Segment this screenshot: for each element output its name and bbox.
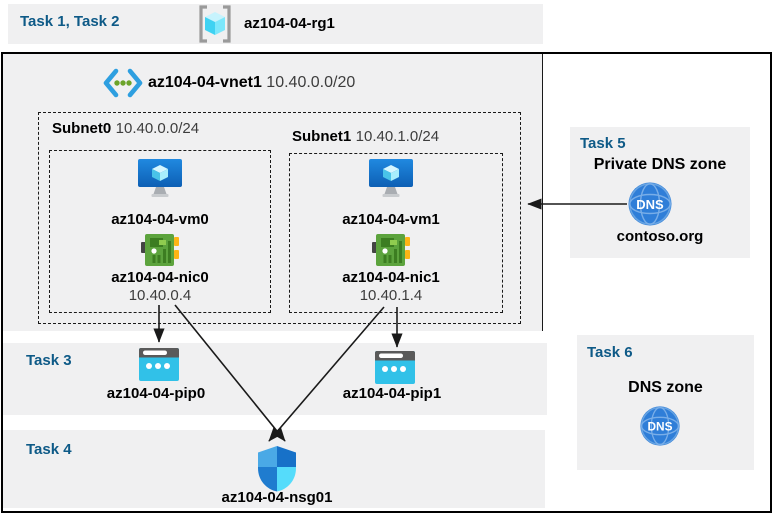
vm1-label: az104-04-vm1	[342, 211, 440, 228]
private-dns-icon-text: DNS	[636, 197, 664, 212]
task6-box	[577, 335, 754, 470]
nsg-icon	[258, 446, 296, 492]
private-dns-title: Private DNS zone	[593, 156, 727, 173]
task3-band	[3, 343, 547, 415]
resource-group-icon	[199, 5, 231, 43]
vm1-icon	[369, 159, 413, 197]
subnet1-cidr: 10.40.1.0/24	[355, 128, 440, 145]
nic1-label: az104-04-nic1	[342, 269, 440, 286]
pip1-icon	[375, 351, 415, 384]
nic1-ip: 10.40.1.4	[359, 287, 423, 304]
subnet0-box	[49, 150, 271, 313]
private-dns-zone-name: contoso.org	[616, 228, 704, 245]
vm0-icon	[138, 159, 182, 197]
virtual-network-icon	[103, 68, 143, 98]
subnet0-name: Subnet0	[52, 120, 112, 137]
diagram-outer-frame	[1, 52, 772, 513]
dns-zone-title: DNS zone	[628, 379, 703, 396]
dns-zone-icon: DNS	[640, 406, 680, 446]
vnet-cidr: 10.40.0.0/20	[266, 74, 356, 91]
task3-label: Task 3	[26, 352, 72, 369]
vnet-name: az104-04-vnet1	[148, 74, 262, 91]
subnet1-box	[289, 153, 503, 313]
pip0-icon	[139, 348, 179, 381]
vnet-region	[3, 54, 543, 331]
dns-zone-icon-text: DNS	[647, 420, 672, 434]
pip0-label: az104-04-pip0	[106, 385, 206, 402]
nic0-icon	[141, 234, 179, 266]
resource-group-name: az104-04-rg1	[244, 15, 335, 32]
vm0-label: az104-04-vm0	[111, 211, 209, 228]
nic0-label: az104-04-nic0	[111, 269, 209, 286]
subnet1-name: Subnet1	[292, 128, 352, 145]
task4-label: Task 4	[26, 441, 72, 458]
nsg-label: az104-04-nsg01	[221, 489, 333, 506]
pip1-label: az104-04-pip1	[342, 385, 442, 402]
subnet1-label: Subnet1 10.40.1.0/24	[292, 128, 439, 146]
nic0-ip: 10.40.0.4	[128, 287, 192, 304]
vnet-title: az104-04-vnet1 10.40.0.0/20	[148, 74, 355, 92]
task12-label: Task 1, Task 2	[20, 13, 120, 30]
task6-label: Task 6	[587, 344, 633, 361]
subnet0-cidr: 10.40.0.0/24	[115, 120, 200, 137]
task12-band	[8, 4, 543, 44]
subnet0-label: Subnet0 10.40.0.0/24	[52, 120, 199, 138]
task5-label: Task 5	[580, 135, 626, 152]
nic1-icon	[372, 234, 410, 266]
private-dns-icon: DNS	[628, 182, 672, 226]
